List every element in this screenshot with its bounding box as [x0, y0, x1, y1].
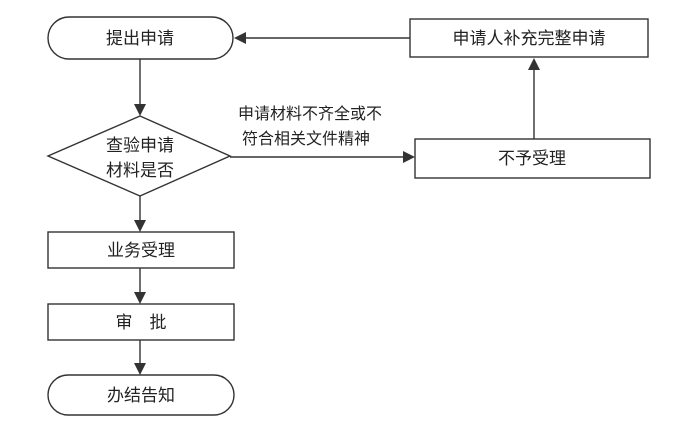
node-reject-label: 不予受理 [498, 149, 566, 169]
edge-check-to-accept [134, 196, 146, 232]
node-approve: 审 批 [47, 303, 235, 341]
node-submit: 提出申请 [47, 16, 234, 60]
node-notify-label: 办结告知 [107, 386, 175, 406]
edge-supplement-to-submit [234, 32, 410, 44]
node-check-label-line1: 查验申请 [106, 136, 174, 156]
edge-check-to-reject-arrowhead [403, 151, 415, 163]
node-check-shape [46, 115, 232, 197]
edge-submit-to-check-arrowhead [134, 104, 146, 116]
node-submit-label: 提出申请 [106, 29, 174, 49]
edge-submit-to-check [134, 59, 146, 116]
node-reject: 不予受理 [414, 138, 651, 179]
edge-supplement-to-submit-arrowhead [234, 32, 246, 44]
edge-accept-to-approve-arrowhead [134, 292, 146, 304]
node-approve-shape [47, 303, 235, 341]
node-notify-shape [47, 374, 235, 416]
edge-reject-to-supplement [528, 58, 540, 139]
edge-check-to-accept-arrowhead [134, 220, 146, 232]
node-supplement-label: 申请人补充完整申请 [453, 29, 606, 49]
edge-check-to-reject-label-line1: 申请材料不齐全或不 [238, 104, 382, 123]
node-accept-shape [47, 231, 235, 269]
edge-reject-to-supplement-arrowhead [528, 58, 540, 70]
edge-accept-to-approve [134, 268, 146, 304]
edge-check-to-reject-label-line2: 符合相关文件精神 [242, 129, 370, 148]
node-check: 查验申请 材料是否 [46, 115, 232, 197]
node-accept: 业务受理 [47, 231, 235, 269]
node-reject-shape [414, 138, 651, 179]
node-supplement-shape [409, 18, 649, 58]
node-approve-label: 审 批 [116, 313, 167, 333]
edge-approve-to-notify-arrowhead [134, 363, 146, 375]
node-notify: 办结告知 [47, 374, 235, 416]
edge-check-to-reject: 申请材料不齐全或不 符合相关文件精神 [230, 104, 415, 163]
node-accept-label: 业务受理 [107, 241, 175, 261]
node-check-label-line2: 材料是否 [106, 161, 174, 181]
node-supplement: 申请人补充完整申请 [409, 18, 649, 58]
edge-approve-to-notify [134, 340, 146, 375]
